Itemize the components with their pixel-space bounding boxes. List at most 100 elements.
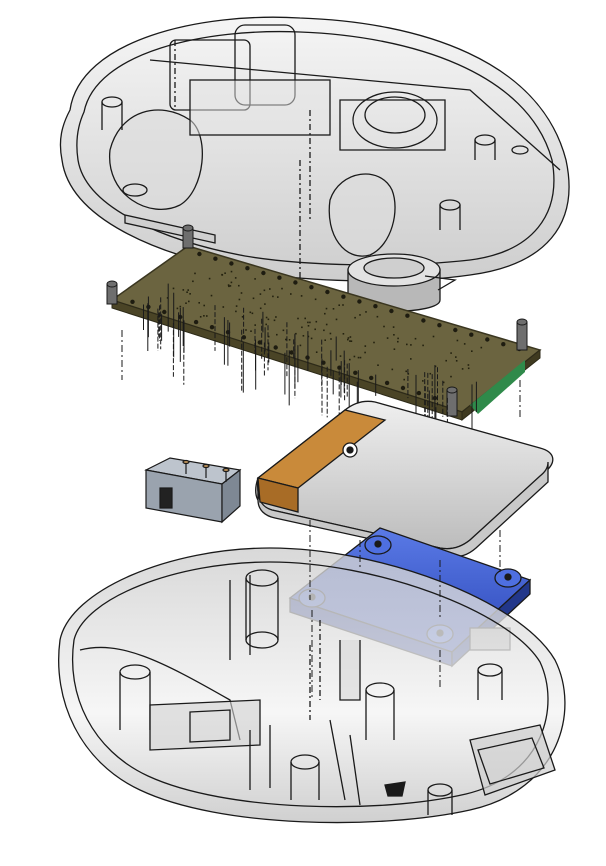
pcb-via [392,326,395,328]
pcb-edge-pad [357,299,362,304]
pcb-via [208,277,211,280]
pcb-edge-pad [337,365,342,370]
pcb-via [188,300,190,303]
pcb-via [442,381,445,384]
pcb-via [467,364,470,366]
pcb-edge-pad [289,350,294,355]
pcb-via [299,344,302,347]
pcb-via [350,340,353,342]
pcb-via [330,338,332,340]
pcb-via [410,358,412,360]
pcb-via [206,315,208,317]
pcb-via [229,285,232,287]
pcb-edge-pad [353,370,358,375]
pcb-via [230,281,233,284]
pcb-via [357,356,360,359]
pcb-via [240,292,243,294]
pcb-via [176,307,179,310]
pcb-via [309,321,311,324]
pcb-via [324,312,326,315]
pcb-edge-pad [501,342,506,347]
pcb-via [276,333,278,336]
pcb-edge-pad [485,337,490,342]
pcb-edge-pad [213,256,218,261]
pcb-via [272,295,274,298]
pcb-via [349,358,351,361]
pcb-edge-pad [277,275,282,280]
pcb-via [410,344,412,346]
pcb-via [455,360,458,362]
pcb-solder-pads [130,251,522,406]
pcb-edge-pad [341,294,346,299]
pcb-via [254,324,256,326]
pcb-via [325,323,328,326]
pcb-via [297,317,299,320]
top-shell [59,16,570,282]
pcb-edge-pad [193,319,199,325]
pcb-via [172,287,175,290]
bottom-shell [58,547,566,824]
pcb-via [221,273,223,276]
pcb-via [450,352,452,354]
pcb-via [463,343,466,345]
pcb-via [386,337,389,339]
pcb-via [301,326,303,329]
pcb-via [325,307,328,310]
pcb-via [353,355,356,358]
pcb-via [230,270,233,273]
pcb-via [189,293,191,295]
pcb-edge-pad [369,375,374,381]
pcb [106,224,542,458]
pcb-via [329,332,332,335]
pcb-via [224,272,226,274]
pcb-edge-pad [162,309,167,315]
pcb-edge-pad [309,285,314,290]
pcb-via [210,294,213,297]
explode-centerlines [121,330,521,700]
pcb-edge-pad [257,340,262,345]
pcb-edge-pad [389,308,394,314]
pcb-via [249,311,252,314]
pcb-edge-pad [437,323,442,328]
pcb-via [342,304,344,306]
pcb-via [383,325,385,328]
pcb-edge-pad [453,327,458,333]
pcb-via [373,341,375,344]
pcb-via [265,316,268,319]
pcb-edge-pad [469,332,474,337]
pcb-via [324,339,326,341]
pcb-via [359,356,362,359]
pcb-via [281,287,283,290]
pcb-via [235,310,237,313]
pcb-via [203,315,205,317]
pcb-via [288,339,291,341]
pcb-via [315,320,318,323]
pcb-via [295,332,297,335]
pcb-via [365,311,367,313]
pcb-via [393,334,395,336]
pcb-via [347,337,350,339]
pcb-via [187,289,189,291]
pcb-edge-pad [405,313,410,318]
pcb-edge-pad [229,261,234,266]
pcb-via [199,316,202,318]
pcb-via [403,378,405,381]
pcb-via [263,289,266,292]
pcb-via [203,304,205,307]
top-shell-outer [59,16,570,282]
pcb-via [349,340,351,342]
pcb-via [445,359,447,362]
pcb-via [198,302,200,304]
pcb-via [307,335,310,338]
pcb-via [471,350,473,352]
pcb-via [228,285,230,288]
pcb-via [259,293,262,295]
pcb-via [354,316,356,319]
pcb-via [267,318,270,321]
pcb-edge-pad [373,304,378,309]
pcb-via [377,364,379,366]
pcb-via [450,375,452,378]
pcb-via [185,302,187,304]
